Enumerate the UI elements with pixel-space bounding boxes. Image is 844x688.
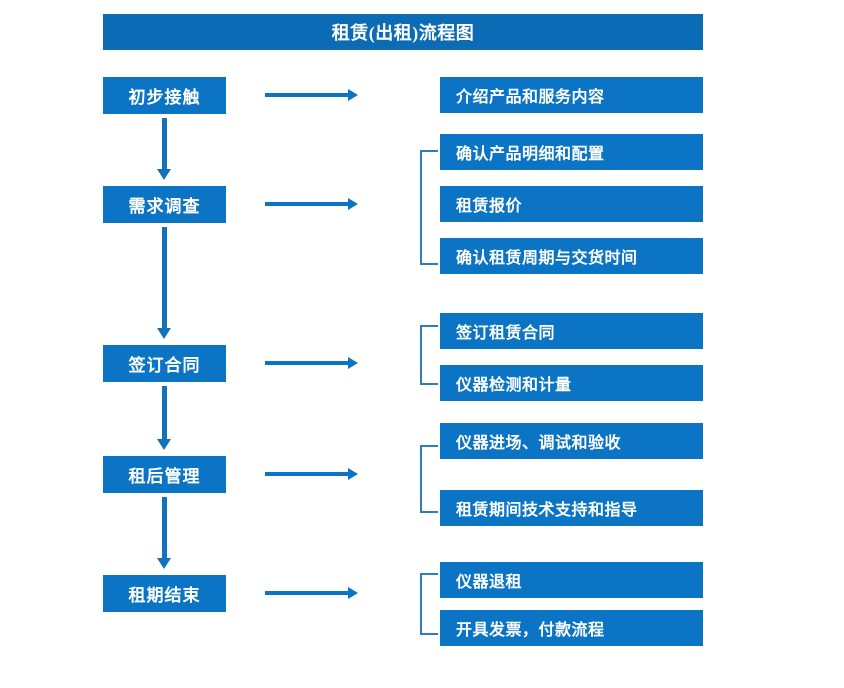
vertical-arrow-4 (157, 497, 171, 569)
vertical-arrow-1 (157, 118, 171, 180)
vertical-arrow-3 (157, 386, 171, 450)
detail-box-3[interactable]: 租赁报价 (440, 186, 703, 222)
horizontal-arrow-1 (265, 89, 358, 101)
stage-box-2[interactable]: 需求调查 (103, 186, 226, 223)
stage-box-5[interactable]: 租期结束 (103, 575, 226, 612)
detail-box-8[interactable]: 租赁期间技术支持和指导 (440, 490, 703, 526)
stage-box-1[interactable]: 初步接触 (103, 77, 226, 114)
detail-box-6[interactable]: 仪器检测和计量 (440, 365, 703, 401)
detail-box-1[interactable]: 介绍产品和服务内容 (440, 77, 703, 113)
horizontal-arrow-5 (265, 587, 358, 599)
horizontal-arrow-2 (265, 198, 358, 210)
horizontal-arrow-4 (265, 468, 358, 480)
detail-box-10[interactable]: 开具发票，付款流程 (440, 610, 703, 646)
group-bracket-5 (420, 573, 438, 635)
group-bracket-2 (420, 150, 438, 265)
diagram-title: 租赁(出租)流程图 (103, 14, 703, 50)
horizontal-arrow-3 (265, 357, 358, 369)
group-bracket-4 (420, 445, 438, 513)
stage-box-3[interactable]: 签订合同 (103, 345, 226, 382)
detail-box-7[interactable]: 仪器进场、调试和验收 (440, 423, 703, 459)
detail-box-9[interactable]: 仪器退租 (440, 562, 703, 598)
detail-box-2[interactable]: 确认产品明细和配置 (440, 134, 703, 170)
stage-box-4[interactable]: 租后管理 (103, 456, 226, 493)
detail-box-5[interactable]: 签订租赁合同 (440, 313, 703, 349)
detail-box-4[interactable]: 确认租赁周期与交货时间 (440, 238, 703, 274)
group-bracket-3 (420, 325, 438, 385)
vertical-arrow-2 (157, 227, 171, 339)
